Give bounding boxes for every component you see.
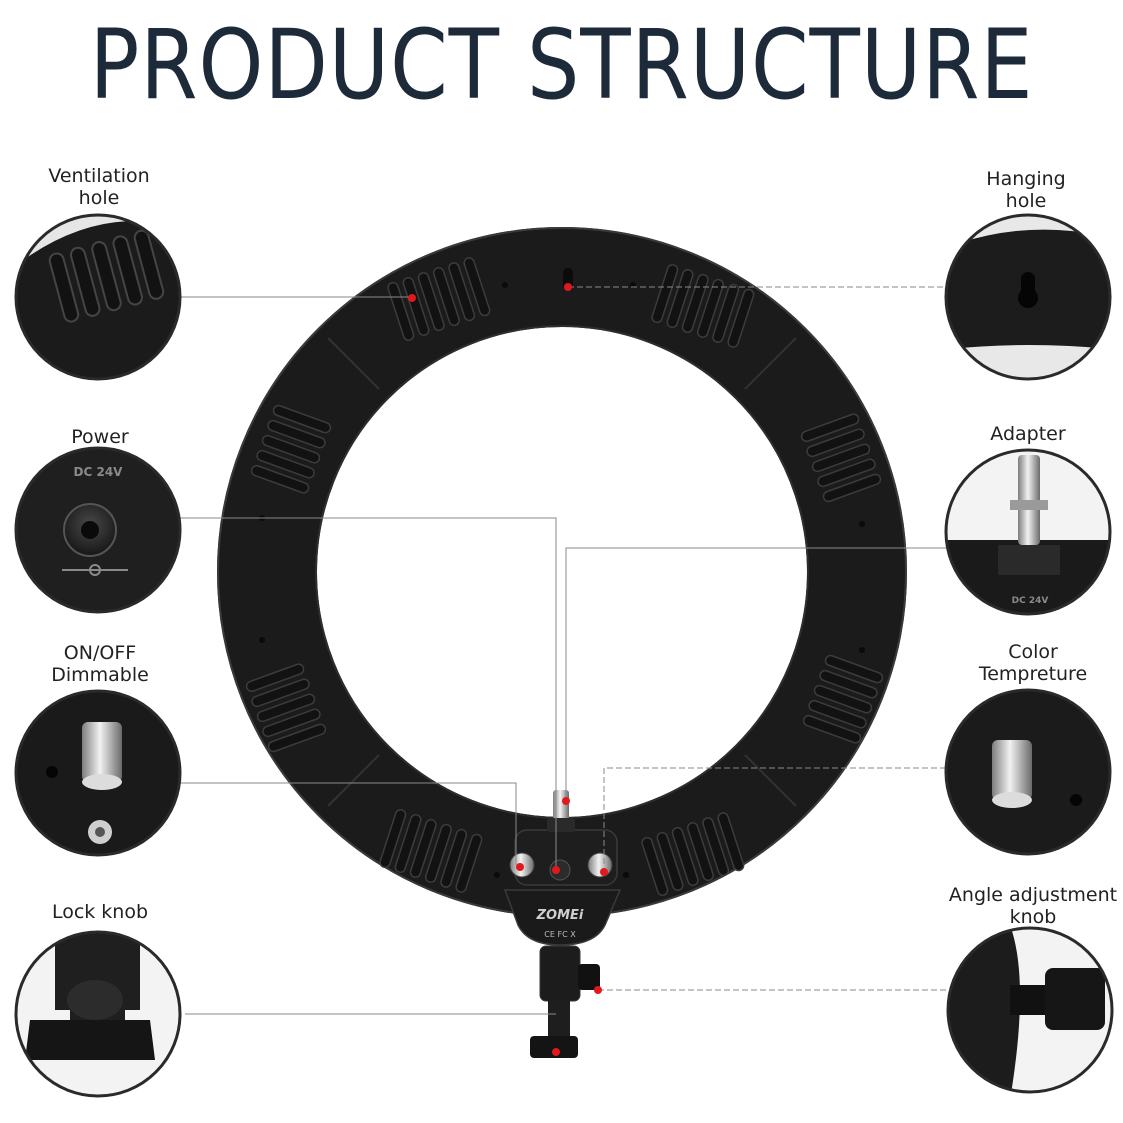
ring-vent-bottom-left — [379, 809, 483, 893]
detail-power: DC 24V — [14, 446, 182, 614]
ring-vent-bottom-right — [641, 812, 745, 896]
detail-on-off-dimmable — [14, 689, 182, 857]
label-adapter: Adapter — [990, 423, 1066, 445]
page-title: PRODUCT STRUCTURE — [89, 9, 1034, 121]
cert-marks: CE FC X — [544, 930, 576, 939]
detail-adapter: DC 24V — [944, 448, 1112, 616]
detail-lock-knob — [14, 930, 182, 1098]
detail-hanging-hole — [944, 213, 1112, 381]
label-lock-knob: Lock knob — [51, 901, 149, 923]
adapter-dc-marking: DC 24V — [1012, 596, 1049, 606]
ring-vent-top-right — [651, 264, 755, 348]
detail-color-temperature — [944, 688, 1112, 856]
label-on-off-dimmable: ON/OFF Dimmable — [51, 642, 149, 686]
leader-lines — [180, 286, 946, 1015]
ring-vent-left-lower — [245, 663, 327, 753]
lock-knob-on-mount[interactable] — [530, 1036, 578, 1058]
label-power: Power — [71, 426, 129, 448]
detail-ventilation-hole — [14, 213, 182, 381]
ring-vent-right-lower — [802, 654, 884, 744]
label-ventilation-hole: Ventilation hole — [48, 165, 150, 209]
tilt-mount — [530, 945, 600, 1058]
label-color-temperature: Color Tempreture — [978, 641, 1088, 685]
ring-vent-right-upper — [800, 413, 882, 503]
angle-knob-on-mount[interactable] — [578, 964, 600, 990]
marker-dots — [408, 283, 608, 1056]
label-angle-adjustment-knob: Angle adjustment knob — [948, 884, 1118, 928]
label-hanging-hole: Hanging hole — [986, 168, 1066, 212]
ring-vent-left-upper — [250, 404, 332, 494]
brand-logo-text: ZOMEi — [536, 908, 584, 923]
detail-angle-adjustment-knob — [946, 926, 1114, 1094]
color-temperature-knob[interactable] — [587, 852, 613, 878]
power-dc-marking: DC 24V — [74, 465, 124, 479]
